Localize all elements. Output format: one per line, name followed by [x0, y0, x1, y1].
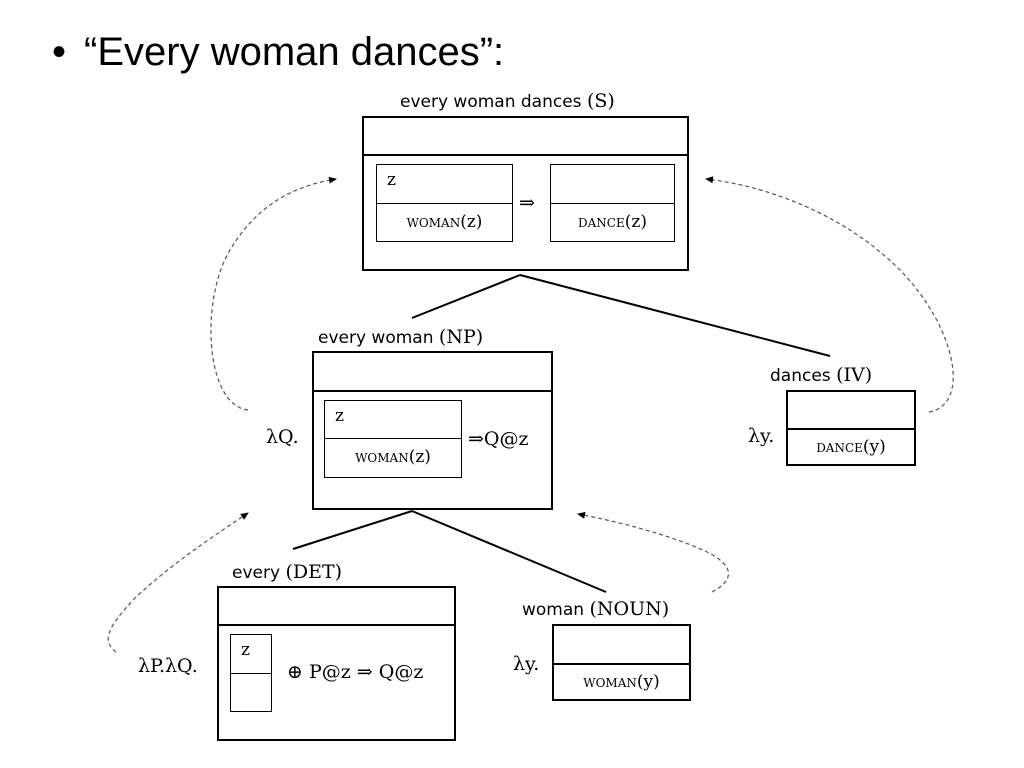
s-antecedent-condition: woman(z): [377, 204, 512, 241]
s-consequent-universe: [551, 165, 674, 204]
iv-lambda: λy.: [748, 425, 775, 447]
arrow-iv-to-s: [705, 176, 954, 413]
iv-condition-arg: (y): [862, 437, 886, 457]
s-antecedent-box: z woman(z): [376, 164, 513, 242]
s-antecedent-referent: z: [387, 170, 396, 190]
edge-np-to-noun: [411, 510, 607, 593]
iv-drs-universe: [788, 392, 914, 430]
title-text: “Every woman dances”:: [84, 30, 505, 74]
s-node-label: every woman dances (S): [400, 90, 615, 113]
noun-node-words: woman: [522, 600, 585, 620]
dashed-arrows: [107, 176, 954, 653]
title-bullet: •: [52, 30, 67, 74]
det-formula-text: P@z ⇒ Q@z: [308, 661, 424, 683]
np-antecedent-referent: z: [335, 406, 344, 426]
det-node-category: (DET): [285, 561, 343, 583]
det-node-words: every: [232, 563, 281, 583]
np-node-words: every woman: [318, 328, 434, 348]
det-inner-referent: z: [241, 640, 250, 660]
edge-s-to-np: [411, 274, 521, 319]
det-inner-universe: z: [231, 635, 271, 674]
s-implication-arrow: ⇒: [519, 192, 535, 214]
noun-condition-pred: woman: [583, 672, 637, 692]
s-antecedent-universe: z: [377, 165, 512, 204]
s-node-category: (S): [586, 90, 615, 112]
np-antecedent-arg: (z): [408, 447, 431, 467]
s-node-words: every woman dances: [400, 92, 582, 112]
det-node-label: every (DET): [232, 561, 342, 584]
s-drs-universe: [364, 118, 687, 156]
edge-np-to-det: [292, 510, 413, 550]
arrow-noun-to-np: [577, 511, 730, 593]
s-node-drs: z woman(z) ⇒ dance(z): [362, 116, 689, 271]
noun-node-drs: woman(y): [552, 624, 691, 701]
noun-condition-arg: (y): [636, 672, 660, 692]
np-antecedent-condition: woman(z): [325, 439, 461, 477]
iv-condition-pred: dance: [816, 437, 863, 457]
det-oplus: ⊕: [287, 661, 303, 683]
det-node-drs: z ⊕ P@z ⇒ Q@z: [217, 586, 456, 741]
np-consequent-formula: ⇒Q@z: [468, 428, 529, 450]
s-antecedent-pred: woman: [406, 212, 461, 232]
s-consequent-condition: dance(z): [551, 204, 674, 241]
s-consequent-box: dance(z): [550, 164, 675, 242]
np-node-drs: z woman(z) ⇒Q@z: [312, 351, 553, 510]
arrow-np-to-s: [210, 176, 337, 411]
slide-title: • “Every woman dances”:: [52, 24, 504, 80]
np-node-category: (NP): [438, 326, 484, 348]
edge-s-to-iv: [519, 274, 831, 357]
noun-drs-universe: [554, 626, 689, 665]
noun-node-label: woman (NOUN): [522, 598, 669, 621]
np-lambda: λQ.: [266, 426, 299, 448]
s-antecedent-arg: (z): [460, 212, 483, 232]
det-drs-universe: [219, 588, 454, 626]
np-drs-universe: [314, 353, 551, 392]
np-antecedent-pred: woman: [355, 447, 409, 467]
iv-node-words: dances: [770, 366, 831, 386]
det-inner-box: z: [230, 634, 272, 712]
iv-node-label: dances (IV): [770, 364, 872, 387]
noun-lambda: λy.: [513, 653, 540, 675]
iv-node-category: (IV): [836, 364, 873, 386]
iv-drs-condition: dance(y): [788, 430, 914, 464]
np-antecedent-box: z woman(z): [324, 400, 462, 478]
noun-node-category: (NOUN): [589, 598, 670, 620]
tree-edges: [292, 274, 831, 593]
iv-node-drs: dance(y): [786, 390, 916, 466]
det-formula: ⊕ P@z ⇒ Q@z: [287, 661, 423, 683]
arrow-det-to-np: [107, 512, 249, 653]
noun-drs-condition: woman(y): [554, 665, 689, 699]
s-consequent-arg: (z): [624, 212, 647, 232]
np-node-label: every woman (NP): [318, 326, 483, 349]
s-consequent-pred: dance: [578, 212, 625, 232]
np-antecedent-universe: z: [325, 401, 461, 439]
det-lambda: λP.λQ.: [138, 655, 198, 677]
